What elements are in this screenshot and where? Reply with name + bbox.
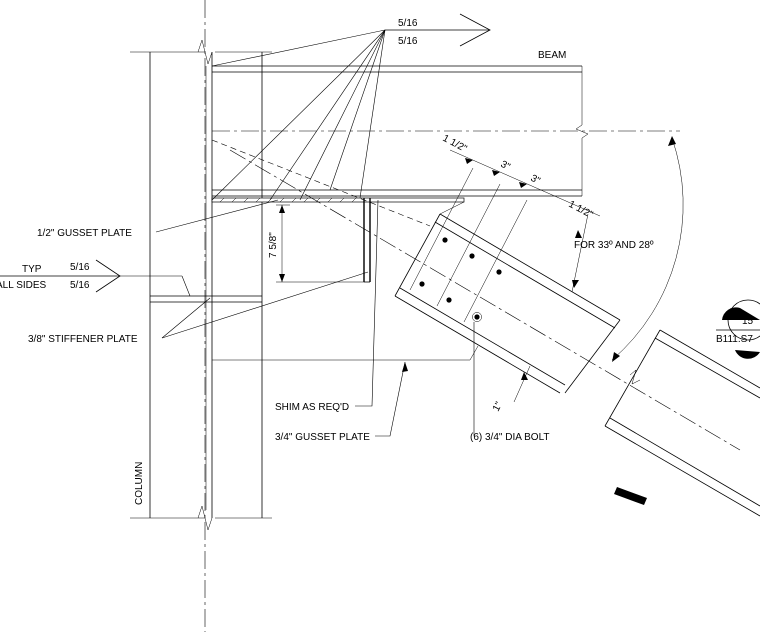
weld-typ-lower-size: 5/16 — [70, 280, 90, 291]
weld-top-lower-size: 5/16 — [398, 36, 418, 47]
section-cut-marker — [614, 487, 647, 505]
weld-top-upper-size: 5/16 — [398, 18, 418, 29]
dimension-edge-bottom: 1" — [491, 365, 531, 414]
beam — [212, 65, 680, 197]
dimension-vertical: 7 5/8" — [268, 204, 364, 283]
far-brace — [604, 329, 760, 517]
dim-edge1-text: 1 1/2" — [441, 133, 469, 155]
angle-label: FOR 33º AND 28º — [574, 240, 654, 251]
dim-edge-bottom-text: 1" — [491, 400, 505, 414]
weld-typ-label: TYP — [22, 264, 42, 275]
gusset-plates — [211, 139, 479, 361]
beam-label: BEAM — [538, 50, 566, 61]
gusset-bottom-label: 3/4" GUSSET PLATE — [275, 432, 370, 443]
gusset-top-label: 1/2" GUSSET PLATE — [37, 228, 132, 239]
bolt-group — [419, 237, 502, 322]
dim-edge2-text: 1 1/2" — [567, 199, 595, 221]
weld-symbol-typ: TYP ALL SIDES 5/16 5/16 — [0, 259, 191, 297]
dim-vertical-text: 7 5/8" — [268, 232, 279, 258]
column-label: COLUMN — [134, 462, 145, 505]
weld-typ-upper-size: 5/16 — [70, 262, 90, 273]
stiffener-label: 3/8" STIFFENER PLATE — [28, 334, 138, 345]
section-tag-sheet: B111.S7 — [716, 334, 753, 345]
bolt-label: (6) 3/4" DIA BOLT — [470, 432, 550, 443]
dim-space1-text: 3" — [499, 159, 513, 173]
angle-dimension — [611, 136, 684, 362]
brace-member — [229, 149, 741, 451]
weld-typ-sides: ALL SIDES — [0, 280, 47, 291]
section-tag: 15 B111.S7 — [716, 299, 760, 359]
dim-space2-text: 3" — [529, 173, 543, 187]
section-tag-number: 15 — [742, 316, 754, 327]
shim-label: SHIM AS REQ'D — [275, 402, 349, 413]
column — [130, 0, 272, 632]
weld-symbol-top: 5/16 5/16 — [211, 13, 491, 201]
